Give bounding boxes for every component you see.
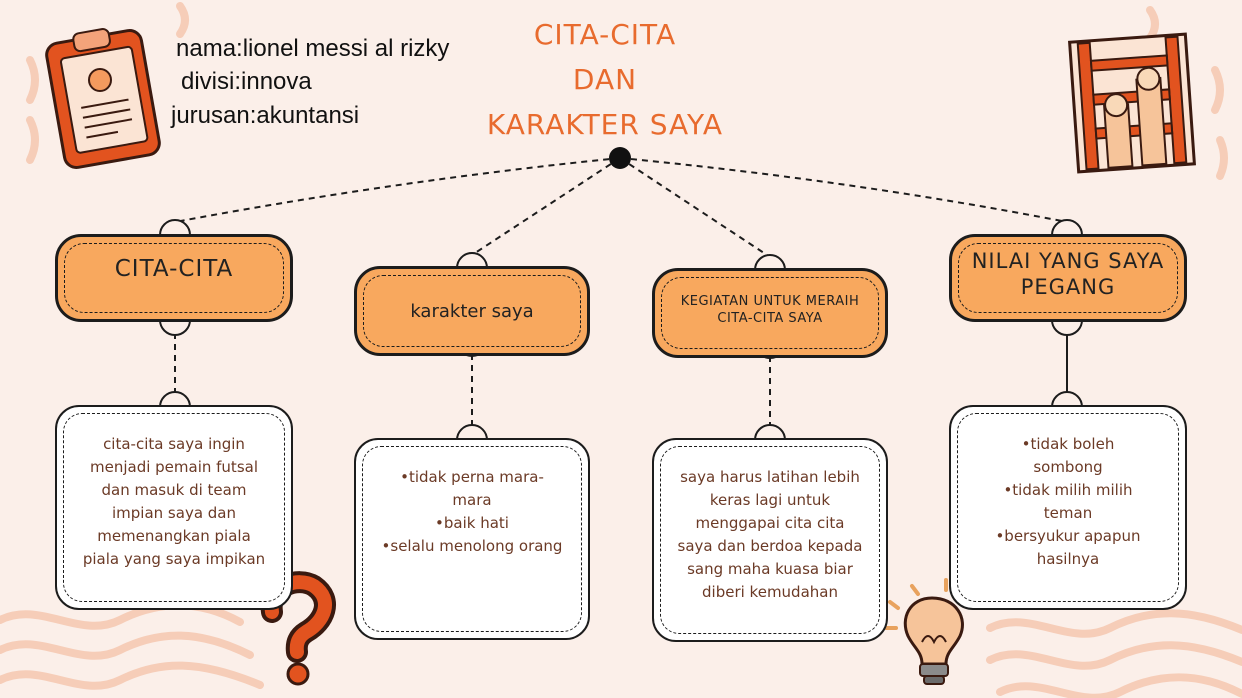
list-item: •tidak boleh sombong bbox=[1021, 435, 1115, 476]
connector-tabs bbox=[159, 219, 1083, 441]
tree-connectors bbox=[174, 157, 1068, 428]
info-nama: nama:lionel messi al rizky bbox=[176, 35, 450, 62]
branch-body-cita-cita: cita-cita saya ingin menjadi pemain futs… bbox=[55, 405, 293, 610]
branch-body-text: saya harus latihan lebih keras lagi untu… bbox=[677, 468, 863, 601]
title-line-1: CITA-CITA bbox=[533, 18, 677, 51]
branch-body-nilai: •tidak boleh sombong •tidak milih milih … bbox=[949, 405, 1187, 610]
list-item: •tidak milih milih teman bbox=[1003, 481, 1133, 522]
branch-header-label: KEGIATAN UNTUK MERAIH CITA-CITA SAYA bbox=[680, 294, 860, 326]
nilai-list: •tidak boleh sombong •tidak milih milih … bbox=[979, 433, 1157, 608]
ladder-climbing-icon bbox=[1068, 32, 1196, 174]
branch-header-karakter: karakter saya bbox=[354, 266, 590, 356]
branch-header-label: CITA-CITA bbox=[114, 256, 234, 282]
title-line-2: DAN bbox=[572, 63, 638, 96]
list-item: •tidak perna mara-mara bbox=[400, 468, 544, 509]
lightbulb-icon bbox=[884, 578, 974, 685]
hub-node bbox=[609, 147, 631, 169]
branch-header-nilai: NILAI YANG SAYA PEGANG bbox=[949, 234, 1187, 322]
clipboard-icon bbox=[45, 28, 161, 169]
branch-body-kegiatan: saya harus latihan lebih keras lagi untu… bbox=[652, 438, 888, 642]
branch-header-kegiatan: KEGIATAN UNTUK MERAIH CITA-CITA SAYA bbox=[652, 268, 888, 358]
info-jurusan: jurusan:akuntansi bbox=[171, 102, 360, 129]
branch-header-cita-cita: CITA-CITA bbox=[55, 234, 293, 322]
branch-body-karakter: •tidak perna mara-mara •baik hati •selal… bbox=[354, 438, 590, 640]
karakter-list: •tidak perna mara-mara •baik hati •selal… bbox=[372, 466, 572, 638]
branch-body-text: cita-cita saya ingin menjadi pemain futs… bbox=[82, 435, 266, 568]
list-item: •selalu menolong orang bbox=[381, 537, 563, 555]
title-line-3: KARAKTER SAYA bbox=[486, 108, 724, 141]
branch-header-label: NILAI YANG SAYA PEGANG bbox=[971, 249, 1165, 299]
list-item: •bersyukur apapun hasilnya bbox=[995, 527, 1141, 568]
list-item: •baik hati bbox=[435, 514, 509, 532]
branch-header-label: karakter saya bbox=[410, 300, 534, 322]
info-divisi: divisi:innova bbox=[181, 68, 312, 95]
